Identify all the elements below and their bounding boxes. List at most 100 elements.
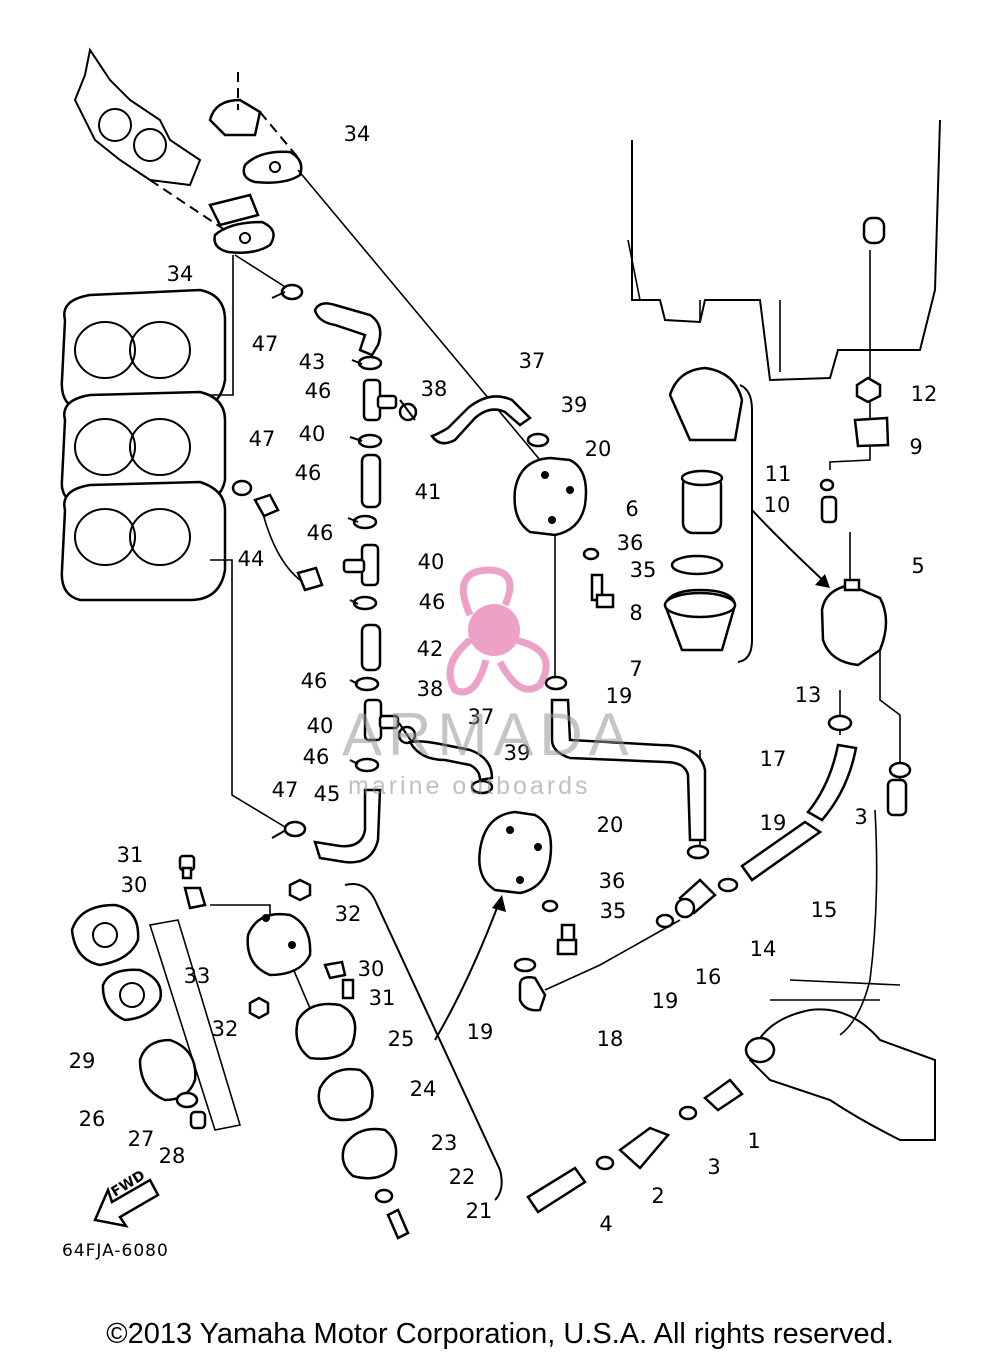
callout-c8: 8 xyxy=(629,601,642,625)
cover-26 xyxy=(138,1038,197,1102)
hose-44 xyxy=(253,493,324,592)
filter-cup-7 xyxy=(663,588,737,652)
o-ring-8 xyxy=(670,554,724,576)
callout-c2: 2 xyxy=(651,1184,664,1208)
callout-c38b: 38 xyxy=(417,677,444,701)
callout-c42: 42 xyxy=(417,637,444,661)
callout-c31a: 31 xyxy=(117,843,144,867)
lower-casing-outline xyxy=(748,979,936,1141)
callout-c46a: 46 xyxy=(305,379,332,403)
callout-c17: 17 xyxy=(760,747,787,771)
callout-c36b: 36 xyxy=(599,869,626,893)
nut-32-lower xyxy=(248,996,270,1020)
callout-c47a: 47 xyxy=(252,332,279,356)
gasket-34-upper xyxy=(242,150,303,184)
valve-27 xyxy=(175,1091,199,1109)
clamp-47-middle xyxy=(231,479,253,497)
bolt-35-lower xyxy=(556,923,578,956)
cover-23 xyxy=(341,1127,398,1180)
clamp-46-e xyxy=(349,676,380,692)
clamp-46-f xyxy=(349,757,380,773)
washer-11 xyxy=(819,478,835,492)
callout-c34b: 34 xyxy=(167,262,194,286)
hose-37-upper xyxy=(430,395,532,445)
clamp-13 xyxy=(827,714,853,732)
clamp-46-a xyxy=(351,355,383,371)
gasket-25 xyxy=(295,1002,357,1060)
hose-17 xyxy=(550,698,707,842)
callout-c16: 16 xyxy=(695,965,722,989)
clamp-47-bottom xyxy=(271,820,307,839)
clamp-47-top xyxy=(271,283,304,301)
callout-c46c: 46 xyxy=(307,521,334,545)
clamp-46-b xyxy=(349,433,383,449)
callout-c40b: 40 xyxy=(418,550,445,574)
screw-10 xyxy=(820,495,838,524)
screw-31-upper xyxy=(178,854,196,880)
fitting-30-lower xyxy=(323,960,347,980)
joint-16 xyxy=(674,878,717,919)
copyright-notice: ©2013 Yamaha Motor Corporation, U.S.A. A… xyxy=(106,1318,894,1350)
callout-c21: 21 xyxy=(466,1199,493,1223)
washer-22 xyxy=(374,1188,394,1204)
callout-c3b: 3 xyxy=(707,1155,720,1179)
callout-c1: 1 xyxy=(747,1129,760,1153)
callout-c38a: 38 xyxy=(421,377,448,401)
connector-2 xyxy=(618,1126,671,1170)
gasket-29 xyxy=(70,903,140,967)
callout-c46e: 46 xyxy=(301,669,328,693)
tee-40-c xyxy=(363,698,400,742)
callout-c47c: 47 xyxy=(272,778,299,802)
callout-c14: 14 xyxy=(750,937,777,961)
callout-c27: 27 xyxy=(128,1127,155,1151)
callout-c6: 6 xyxy=(625,497,638,521)
callout-c34a: 34 xyxy=(344,122,371,146)
screw-31-lower xyxy=(341,978,355,1000)
intake-flange xyxy=(208,98,262,227)
callout-c30a: 30 xyxy=(121,873,148,897)
callout-c13: 13 xyxy=(795,683,822,707)
nut-32-upper xyxy=(288,878,312,902)
fuel-hose-end xyxy=(526,1166,587,1214)
callout-c37a: 37 xyxy=(519,349,546,373)
elbow-18 xyxy=(518,976,547,1012)
watermark-subtitle: marine outboards xyxy=(348,772,591,800)
filter-cap xyxy=(668,366,744,442)
clamp-46-d xyxy=(349,595,378,611)
watermark-name: ARMADA xyxy=(342,701,635,768)
flow-arrows xyxy=(434,509,830,1041)
tee-40-a xyxy=(362,378,398,422)
callout-c20b: 20 xyxy=(597,813,624,837)
callout-c30b: 30 xyxy=(358,957,385,981)
plate-29 xyxy=(101,968,163,1022)
callout-c18: 18 xyxy=(597,1027,624,1051)
fuel-filter-5 xyxy=(820,578,888,667)
diaphragm-24 xyxy=(317,1067,374,1122)
washer-36-lower xyxy=(541,899,559,913)
hose-37-lower xyxy=(408,740,494,782)
callout-c44: 44 xyxy=(238,547,265,571)
hose-41 xyxy=(360,453,382,509)
callout-c46f: 46 xyxy=(303,745,330,769)
drawing-code: 64FJA-6080 xyxy=(62,1241,169,1261)
callout-c19c: 19 xyxy=(652,989,679,1013)
gasket-34-lower xyxy=(213,220,275,254)
bolt-35-upper xyxy=(590,573,615,609)
callout-c5: 5 xyxy=(911,554,924,578)
callout-c32a: 32 xyxy=(335,902,362,926)
callout-c29: 29 xyxy=(69,1049,96,1073)
fwd-arrow xyxy=(93,1178,160,1228)
callout-c9: 9 xyxy=(909,435,922,459)
tee-40-b xyxy=(342,543,380,587)
bolt-21 xyxy=(386,1208,410,1240)
callout-c4: 4 xyxy=(599,1212,612,1236)
carburetor-stack xyxy=(60,288,227,602)
callout-c45: 45 xyxy=(314,782,341,806)
callout-c26: 26 xyxy=(79,1107,106,1131)
callout-c25: 25 xyxy=(388,1027,415,1051)
callout-c37b: 37 xyxy=(468,705,495,729)
callout-c7: 7 xyxy=(629,657,642,681)
callout-c33: 33 xyxy=(184,964,211,988)
clamp-14 xyxy=(717,877,739,893)
